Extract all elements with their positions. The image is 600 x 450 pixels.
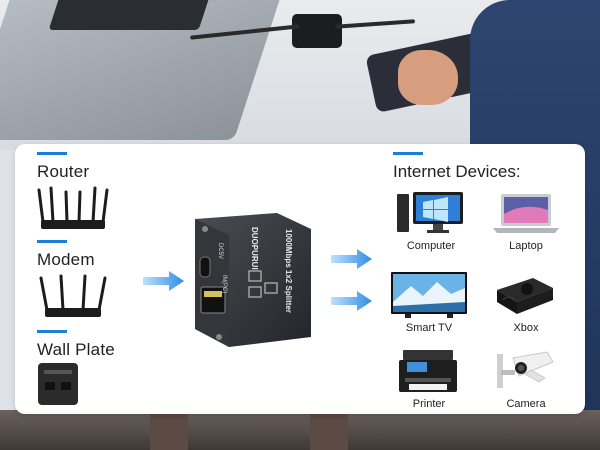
- device-label-camera: Camera: [506, 398, 546, 410]
- diagram-card: Router Modem Wall Plate: [15, 144, 585, 414]
- router-icon: [37, 186, 109, 229]
- laptop-icon: [493, 194, 559, 233]
- splitter-dc-port-label: DC5V: [217, 243, 223, 260]
- device-label-computer: Computer: [406, 240, 456, 252]
- security-camera-icon: [497, 351, 554, 388]
- devices-heading: Internet Devices:: [393, 162, 521, 181]
- accent-tick: [393, 152, 423, 155]
- source-label-router: Router: [37, 162, 90, 181]
- splitter-in-port-label: IN(PC): [221, 275, 227, 294]
- source-label-wall-plate: Wall Plate: [37, 340, 115, 359]
- input-arrow-icon: [143, 271, 184, 291]
- game-console-icon: [497, 278, 553, 314]
- wall-plate-icon: [38, 363, 78, 405]
- chair-leg: [310, 412, 348, 450]
- splitter-model-label: 1000Mbps 1x2 Splitter: [284, 229, 293, 314]
- source-label-modem: Modem: [37, 250, 95, 269]
- device-label-smart-tv: Smart TV: [405, 322, 453, 334]
- splitter-body-icon: [195, 213, 311, 347]
- output-arrow-icon: [331, 291, 372, 311]
- computer-icon: [397, 192, 463, 233]
- ethernet-splitter: DUOPURUI 1000Mbps 1x2 Splitter DC5V IN(P…: [185, 209, 315, 349]
- printer-icon: [399, 350, 457, 392]
- accent-tick: [37, 152, 67, 155]
- chair-leg: [150, 412, 188, 450]
- splitter-photo: [292, 14, 342, 48]
- laptop-screen-photo: [48, 0, 222, 30]
- output-arrow-icon: [331, 249, 372, 269]
- accent-tick: [37, 330, 67, 333]
- device-label-xbox: Xbox: [513, 322, 539, 334]
- device-label-printer: Printer: [412, 398, 446, 410]
- device-label-laptop: Laptop: [509, 240, 543, 252]
- hand-photo: [398, 50, 458, 105]
- accent-tick: [37, 240, 67, 243]
- modem-icon: [39, 274, 107, 317]
- splitter-brand-label: DUOPURUI: [250, 227, 259, 270]
- tv-icon: [391, 272, 467, 318]
- floor: [0, 410, 600, 450]
